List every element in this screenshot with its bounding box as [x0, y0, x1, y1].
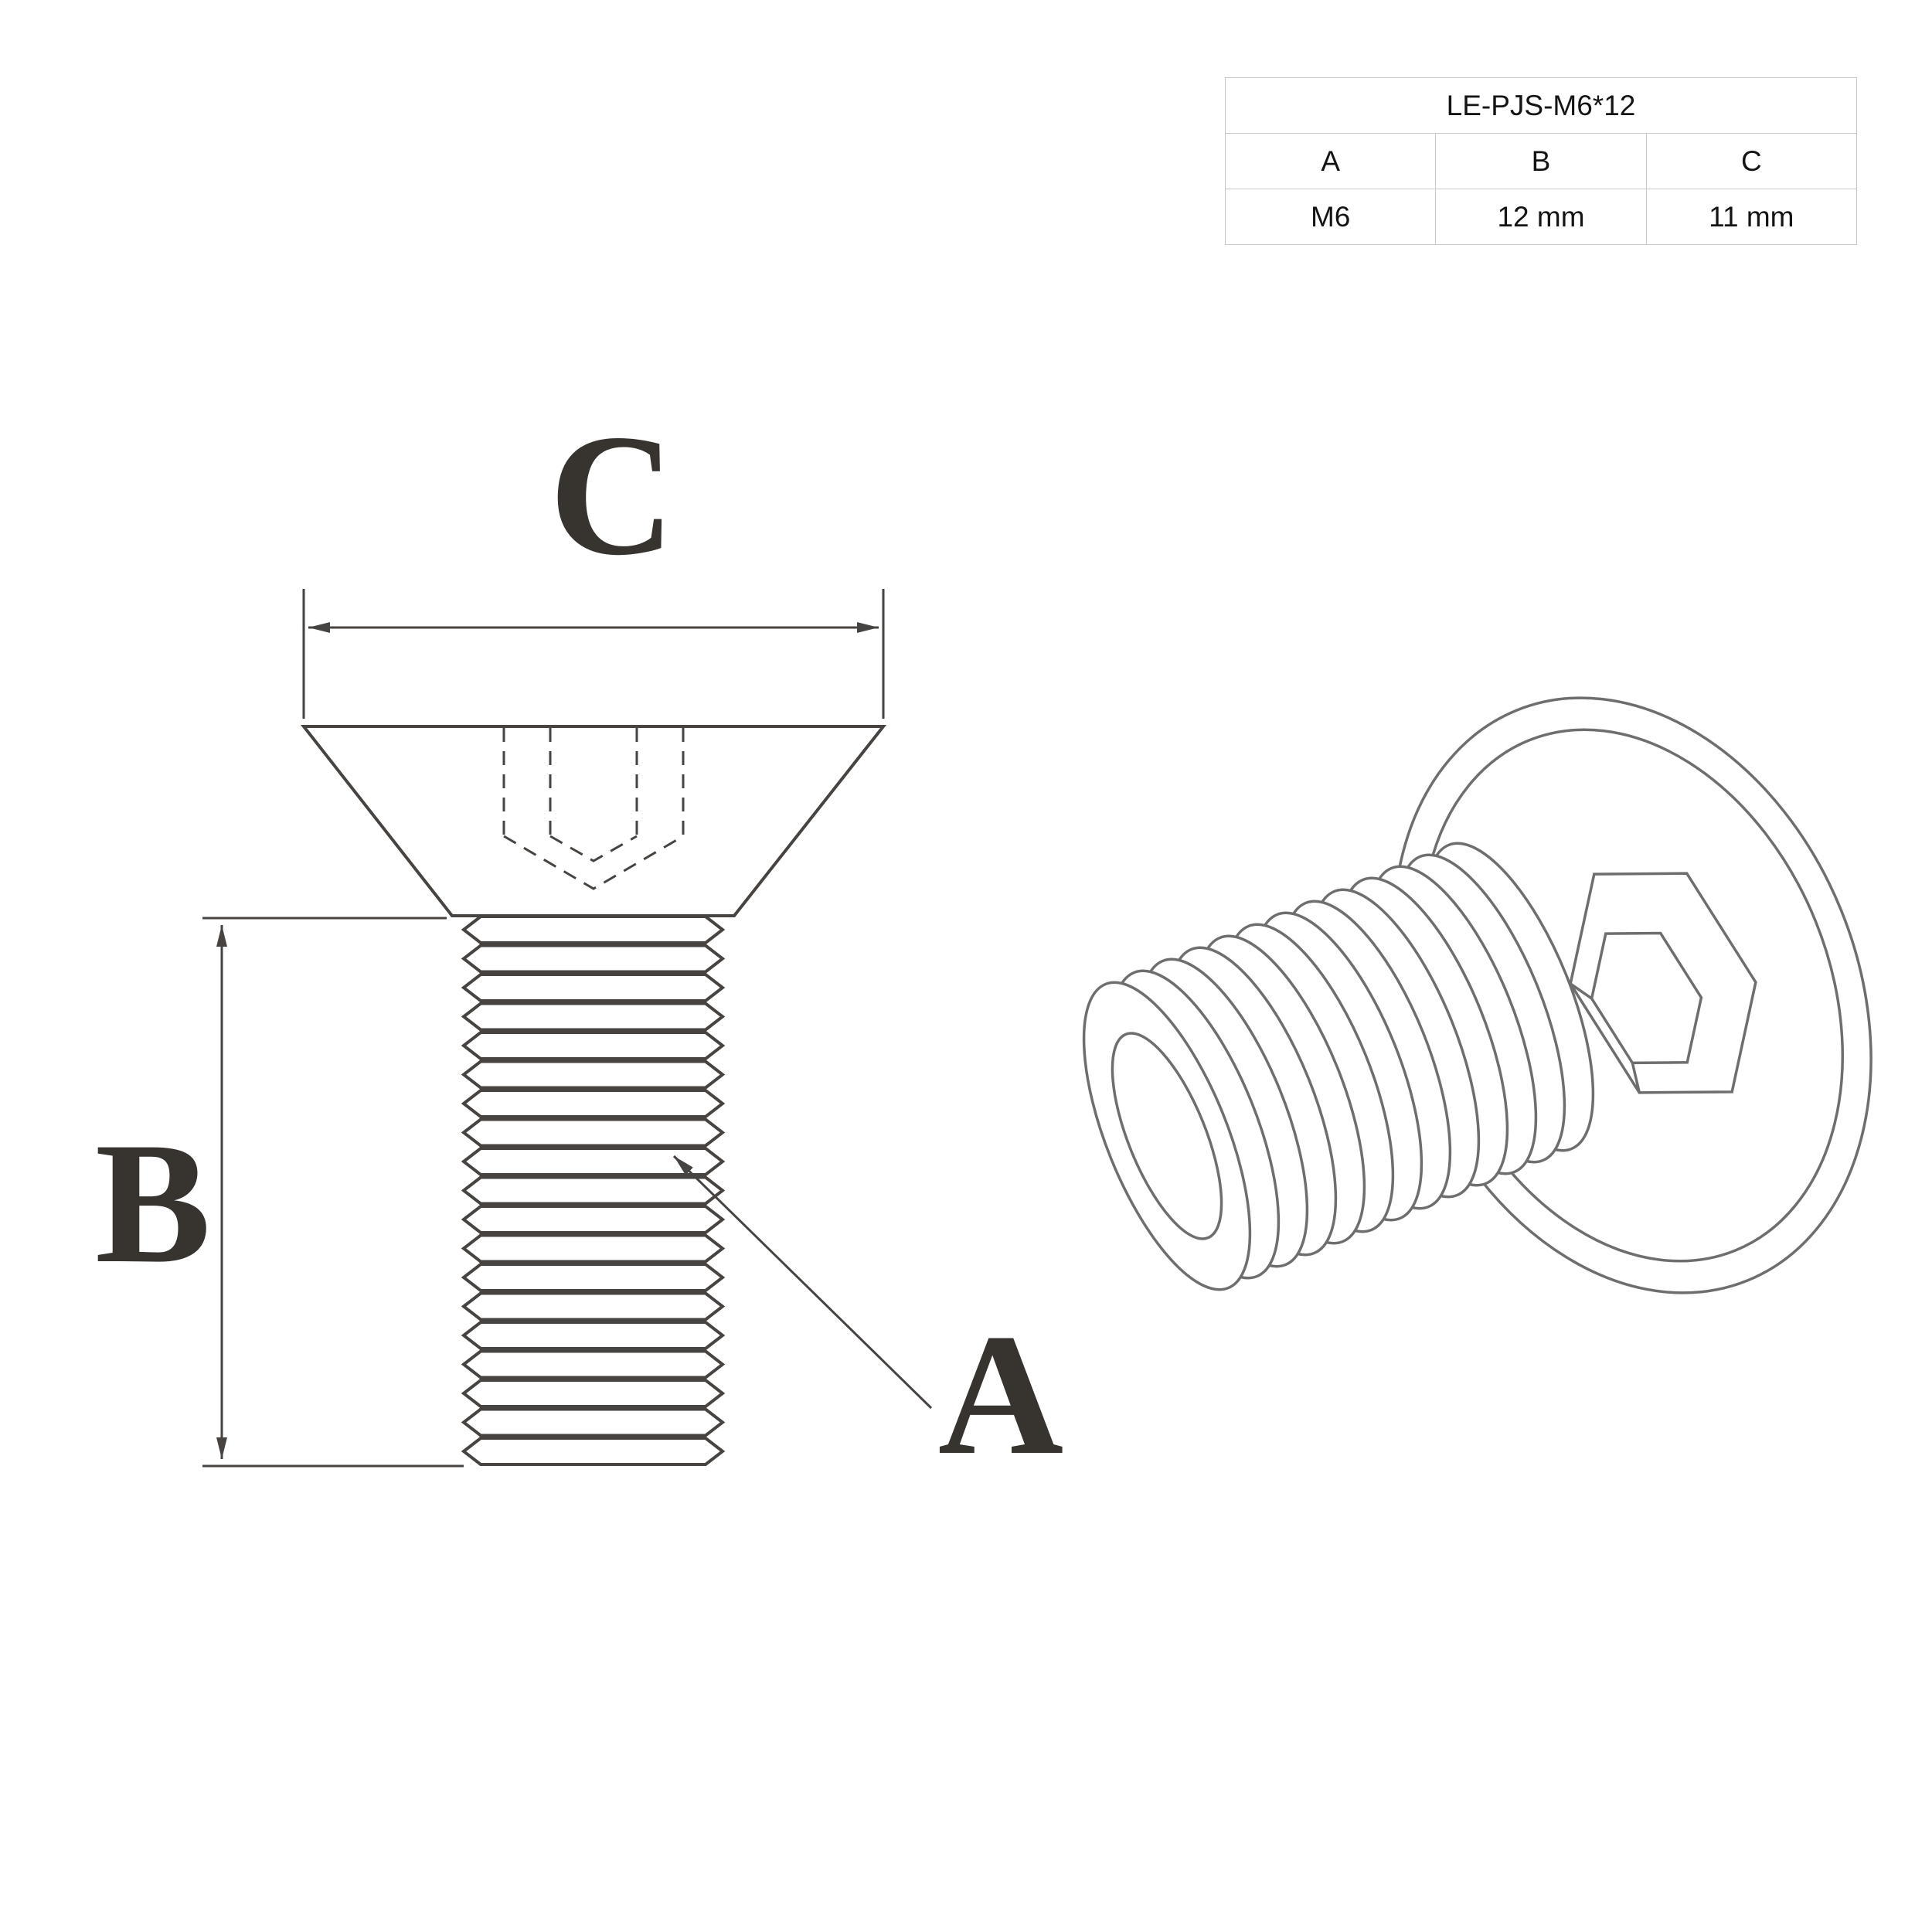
dimension-label-b: B [95, 1106, 211, 1299]
thread-coils-3d [1049, 822, 1627, 1311]
spec-table-header-row: A B C [1226, 133, 1856, 189]
perspective-view-group [1049, 626, 1932, 1366]
dimension-b-group: B [95, 917, 464, 1468]
side-view-group [300, 725, 887, 1466]
spec-table-title-row: LE-PJS-M6*12 [1226, 78, 1856, 133]
spec-value-b: 12 mm [1435, 189, 1645, 244]
hex-socket-depth-edge [1628, 1063, 1644, 1092]
hidden-socket-lines [502, 728, 685, 890]
label-a-group: A [672, 1155, 1064, 1491]
hex-socket-depth-edge [1570, 978, 1592, 1004]
spec-value-a: M6 [1310, 201, 1351, 233]
spec-table-value-row: M6 12 mm 11 mm [1226, 189, 1856, 244]
spec-header-c: C [1645, 134, 1856, 189]
spec-value-c: 11 mm [1645, 189, 1856, 244]
label-a-leader-line [672, 1155, 933, 1410]
dimension-label-a: A [938, 1298, 1064, 1491]
dimension-label-c: C [549, 398, 675, 591]
spec-table-title: LE-PJS-M6*12 [1446, 90, 1636, 121]
spec-header-b: B [1435, 134, 1645, 189]
dimension-c-group: C [302, 398, 885, 719]
spec-table: LE-PJS-M6*12 A B C M6 12 mm 11 mm [1225, 77, 1857, 245]
thread-profile [461, 915, 726, 1466]
spec-header-a: A [1321, 145, 1340, 177]
screw-head-outline [300, 725, 887, 917]
